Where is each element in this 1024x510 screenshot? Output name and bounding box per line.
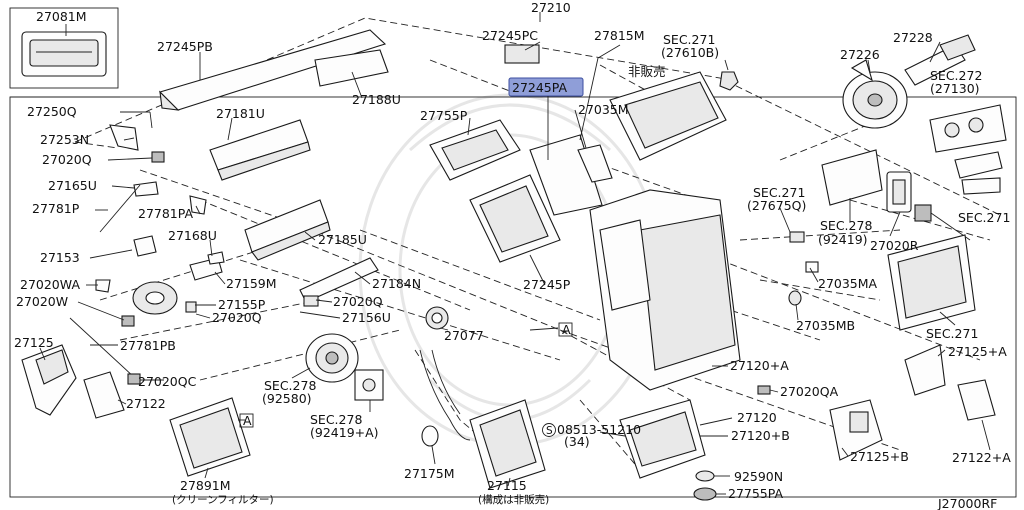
main-frame	[9, 96, 1017, 498]
label-27815M: 27815M	[594, 28, 645, 43]
label-27020QA: 27020QA	[780, 384, 839, 399]
label-27020R: 27020R	[870, 238, 919, 253]
label-27891M-note: (クリーンフィルター)	[172, 494, 274, 506]
label-27125: 27125	[14, 335, 54, 350]
label-27165U: 27165U	[48, 178, 97, 193]
label-27020Q-b: 27020Q	[212, 310, 262, 325]
label-27250Q: 27250Q	[27, 104, 77, 119]
label-27228: 27228	[893, 30, 933, 45]
label-27077: 27077	[444, 328, 484, 343]
label-27115: 27115	[487, 478, 527, 493]
label-sec278-92419-line1: SEC.278	[820, 218, 872, 233]
label-27245PC: 27245PC	[482, 28, 538, 43]
label-27245PB: 27245PB	[157, 39, 213, 54]
label-diagram-id: J27000RF	[937, 496, 997, 510]
label-27253N: 27253N	[40, 132, 89, 147]
label-27781P: 27781P	[32, 201, 80, 216]
label-27035MB: 27035MB	[796, 318, 855, 333]
label-bolt-s: S	[546, 425, 553, 437]
label-27081M: 27081M	[36, 9, 87, 24]
label-27226: 27226	[840, 47, 880, 62]
label-27120: 27120	[737, 410, 777, 425]
label-27020Q-a: 27020Q	[42, 152, 92, 167]
label-ref-a-1: A	[562, 322, 571, 337]
label-27175M: 27175M	[404, 466, 455, 481]
label-sec271-evap: SEC.271	[926, 326, 978, 341]
label-27156U: 27156U	[342, 310, 391, 325]
label-27755PA: 27755PA	[728, 486, 784, 501]
label-27155P: 27155P	[218, 297, 266, 312]
label-27035MA: 27035MA	[818, 276, 878, 291]
label-27188U: 27188U	[352, 92, 401, 107]
inset-box-27081M	[9, 7, 119, 89]
label-27781PA: 27781PA	[138, 206, 194, 221]
label-bolt-qty: (34)	[564, 434, 590, 449]
label-sec271-27610b-line2: (27610B)	[661, 45, 719, 60]
label-sec278-92419-line2: (92419)	[818, 232, 868, 247]
label-sec271-right: SEC.271	[958, 210, 1010, 225]
label-sec271-27675q-line1: SEC.271	[753, 185, 805, 200]
leader-lines	[39, 12, 991, 495]
label-27020Q-c: 27020Q	[333, 294, 383, 309]
label-92590N: 92590N	[734, 469, 783, 484]
label-27184N: 27184N	[372, 276, 421, 291]
label-27185U: 27185U	[318, 232, 367, 247]
highlight-box-27245PA	[508, 77, 584, 97]
label-27122-a: 27122+A	[952, 450, 1011, 465]
label-27781PB: 27781PB	[120, 338, 176, 353]
label-sec272-line1: SEC.272	[930, 68, 982, 83]
label-27020QC: 27020QC	[138, 374, 197, 389]
label-27245PA: 27245PA	[512, 80, 568, 95]
part-drawings	[21, 29, 1007, 501]
label-27125-a: 27125+A	[948, 344, 1007, 359]
label-27115-note: (構成は非販売)	[478, 493, 549, 506]
label-27168U: 27168U	[168, 228, 217, 243]
ref-box-a-2	[239, 413, 254, 428]
bolt-symbol	[542, 423, 556, 437]
label-sec278-92580-line1: SEC.278	[264, 378, 316, 393]
label-sec278-92419a-line1: SEC.278	[310, 412, 362, 427]
label-sec278-92580-line2: (92580)	[262, 391, 312, 406]
label-27181U: 27181U	[216, 106, 265, 121]
label-27122: 27122	[126, 396, 166, 411]
part-labels: 27210 27081M 27245PB 27188U 27245PC 2781…	[14, 0, 1011, 510]
label-27153: 27153	[40, 250, 80, 265]
label-not-sold: 非販売	[628, 64, 666, 79]
label-27020W: 27020W	[16, 294, 68, 309]
label-27035M: 27035M	[578, 102, 629, 117]
label-27125-b: 27125+B	[850, 449, 909, 464]
label-27120-a: 27120+A	[730, 358, 789, 373]
label-27245P: 27245P	[523, 277, 571, 292]
label-27210: 27210	[531, 0, 571, 15]
label-27020WA: 27020WA	[20, 277, 80, 292]
label-27891M: 27891M	[180, 478, 231, 493]
label-27755P: 27755P	[420, 108, 468, 123]
ref-box-a-1	[558, 322, 573, 337]
label-27159M: 27159M	[226, 276, 277, 291]
label-ref-a-2: A	[243, 413, 252, 428]
label-sec278-92419a-line2: (92419+A)	[310, 425, 379, 440]
label-bolt-number: 08513-51210	[557, 422, 641, 437]
label-sec272-line2: (27130)	[930, 81, 980, 96]
label-sec271-27675q-line2: (27675Q)	[747, 198, 806, 213]
label-27120-b: 27120+B	[731, 428, 790, 443]
label-sec271-27610b-line1: SEC.271	[663, 32, 715, 47]
